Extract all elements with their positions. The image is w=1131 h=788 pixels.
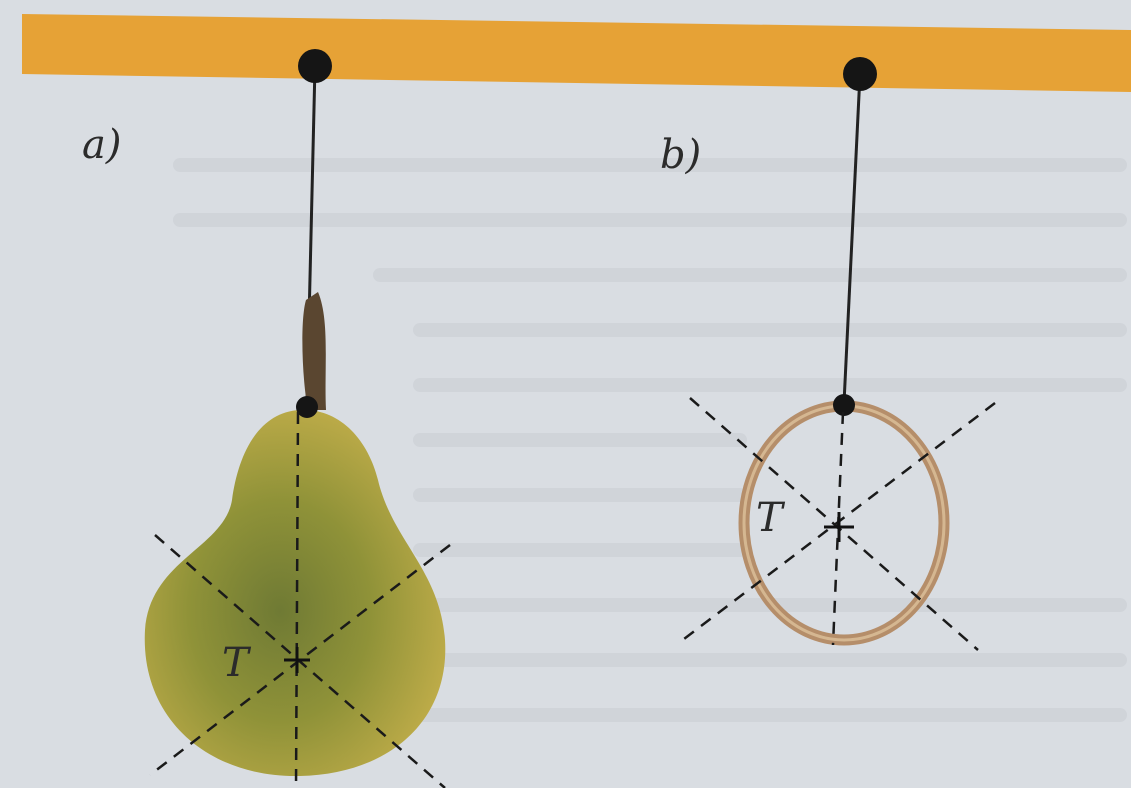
pivot-pin-b-ring — [833, 394, 855, 416]
center-mark-b — [824, 512, 854, 542]
support-bar — [22, 14, 1131, 92]
pivot-pin-b-top — [843, 57, 877, 91]
center-label-a: T — [222, 640, 249, 686]
string-b — [842, 73, 862, 404]
pear-assembly — [144, 49, 451, 788]
pivot-pin-a-top — [298, 49, 332, 83]
pear-stem — [302, 292, 326, 410]
pivot-pin-a-pear — [296, 396, 318, 418]
pear-body — [144, 409, 446, 777]
panel-label-b: b) — [660, 132, 702, 178]
center-label-b: T — [756, 495, 783, 541]
center-mark-a — [284, 647, 310, 673]
panel-label-a: a) — [82, 122, 122, 168]
ring-assembly — [679, 57, 996, 651]
